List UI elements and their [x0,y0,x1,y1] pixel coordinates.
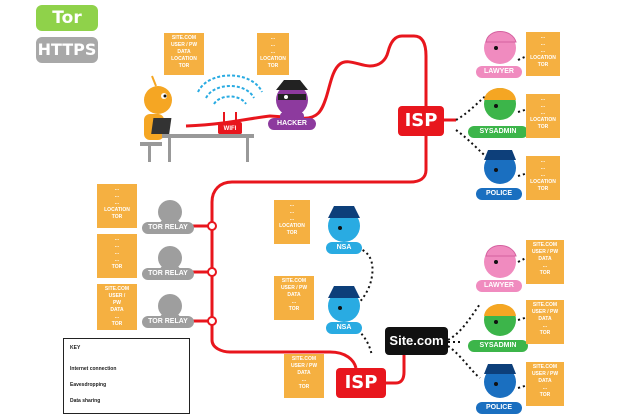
sysadmin-tag-bottom: SYSADMIN [468,340,528,352]
desk [162,134,254,138]
relay-note-2: ... ... ... ... TOR [97,234,137,278]
police-tag-top: POLICE [476,188,522,200]
relay-note-1: ... ... ... LOCATION TOR [97,184,137,228]
hacker-hat [276,80,308,90]
people-bottom [484,245,517,398]
isp-to-site-line [386,355,406,385]
police-tag-bottom: POLICE [476,402,522,414]
isp-to-relays-line [210,136,428,320]
sysadmin-note-top: ... ... ... LOCATION TOR [526,94,560,138]
user-note: SITE.COM USER / PW DATA LOCATION TOR [164,33,204,75]
nsa-agents [328,206,360,322]
site-people-share [447,303,481,341]
user-antenna [151,75,157,87]
nsa-note-bottom: SITE.COM USER / PW DATA ... TOR [274,276,314,320]
tor-relays [158,200,182,324]
tor-relay-head-2 [158,246,182,270]
site-police-share [447,345,481,379]
lawyer-hair-top [485,31,517,43]
key-internet-label: Internet connection [70,366,117,372]
relay-nodes [207,221,217,326]
tor-relay-tag-2: TOR RELAY [142,268,194,280]
tor-relay-tag-1: TOR RELAY [142,222,194,234]
police-note-share [517,167,531,177]
isp-top-box: ISP [398,106,444,136]
hacker-note: ... ... ... LOCATION TOR [257,33,289,75]
tor-relay-tag-3: TOR RELAY [142,316,194,328]
lawyer-tag-bottom: LAWYER [476,280,522,292]
https-toggle-button[interactable]: HTTPS [36,37,98,63]
nsa-tag-bottom: NSA [326,322,362,334]
tor-toggle-button[interactable]: Tor [36,5,98,31]
nsa-share-1 [355,247,374,307]
site-box: Site.com [385,327,448,355]
user-head [144,86,172,114]
lawyer-eye-bottom [494,260,498,264]
sysadmin-eye-top [494,104,498,108]
relay-node-3 [207,316,217,326]
wifi-arc-2 [205,85,255,99]
hacker-figure [276,80,308,124]
wifi-waves [197,74,263,105]
relay-node-1 [207,221,217,231]
nsa-share-2 [357,329,373,357]
wifi-tag: WIFI [218,124,242,134]
relays-to-isp-line [210,320,358,369]
police-eye-top [494,168,498,172]
sysadmin-cap-bottom [484,304,516,316]
wifi-arc-1 [213,95,247,105]
police-hat-top [484,150,516,160]
police2-note-share [517,379,531,389]
lawyer-note-top: ... ... ... LOCATION TOR [526,32,560,76]
isp-sysadmin-share [455,93,489,121]
isp-bottom-note: SITE.COM USER / PW DATA ... TOR [284,354,324,398]
lawyer-eye-top [494,46,498,50]
tor-relay-head-3 [158,294,182,318]
lawyer-tag-top: LAWYER [476,66,522,78]
nsa-tag-top: NSA [326,242,362,254]
chair-leg [148,146,151,162]
chair [140,142,162,146]
sysadmin-eye-bottom [494,320,498,324]
nsa-hat-bottom [328,286,360,298]
legend-key: KEY Internet connection Eavesdropping Da… [63,338,190,414]
lawyer-note-bottom: SITE.COM USER / PW DATA ... TOR [526,240,564,284]
nsa-eye-top [338,226,342,230]
desk-leg-right [246,138,249,162]
key-eavesdrop-label: Eavesdropping [70,382,107,388]
sysadmin-note-share [517,103,531,113]
nsa-note-top: ... ... ... LOCATION TOR [274,200,310,244]
wifi-arc-3 [197,74,263,93]
lawyer-note-share [517,51,531,61]
sysadmin2-note-share [517,311,531,321]
relay-node-2 [207,267,217,277]
laptop [151,118,172,134]
people-top [484,31,517,184]
relay-note-3: SITE.COM USER / PW DATA ... TOR [97,284,137,330]
police-eye-bottom [494,382,498,386]
police-note-top: ... ... ... LOCATION TOR [526,156,560,200]
hacker-tag: HACKER [268,118,316,130]
isp-bottom-box: ISP [336,368,386,398]
sysadmin-tag-top: SYSADMIN [468,126,528,138]
lawyer-hair-bottom [485,245,517,257]
key-sharing-label: Data sharing [70,398,101,404]
sysadmin-note-bottom: SITE.COM USER / PW DATA ... TOR [526,300,564,344]
police-hat-bottom [484,364,516,374]
hacker-eye [284,95,288,99]
key-title: KEY [70,345,81,351]
desk-leg-left [168,138,171,162]
police-note-bottom: SITE.COM USER / PW DATA ... TOR [526,362,564,406]
user-pupil [163,94,167,98]
tor-relay-head-1 [158,200,182,224]
sysadmin-cap-top [484,88,516,100]
hacker-mask [278,94,306,100]
nsa-hat-top [328,206,360,218]
user-figure [140,75,254,162]
user-to-isp-line [185,34,428,128]
nsa-eye-bottom [338,306,342,310]
